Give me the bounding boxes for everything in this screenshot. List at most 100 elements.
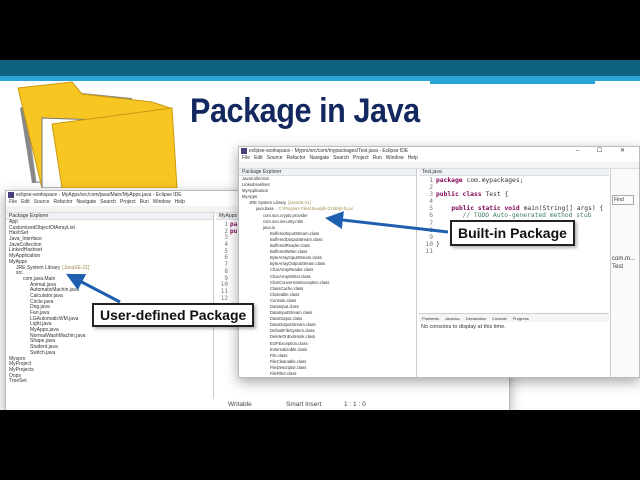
menu-item[interactable]: Run — [372, 155, 382, 161]
window-controls[interactable]: – ☐ ✕ — [575, 148, 633, 154]
tree-item[interactable]: Closeable.class — [239, 292, 299, 298]
tree-item[interactable]: TreeSet — [6, 378, 27, 385]
tree-item[interactable]: FileFilter.class — [239, 371, 297, 377]
menu-item[interactable]: Navigate — [76, 199, 97, 205]
tree-item[interactable]: Student.java — [6, 344, 58, 351]
tree-item[interactable]: Light.java — [6, 322, 51, 328]
tree-item[interactable]: com.sun.security.ntlm — [239, 219, 303, 225]
tree-item[interactable]: BufferedReader.class — [239, 243, 310, 249]
tree-item[interactable]: Switch.java — [6, 350, 55, 357]
menu-item[interactable]: Window — [152, 199, 171, 205]
menu-item[interactable]: Project — [353, 155, 369, 161]
tree-item[interactable]: DataInput.class — [239, 304, 299, 310]
tree-item[interactable]: JavaCollection — [239, 176, 269, 182]
tree-item[interactable]: ClassCache.class — [239, 286, 303, 292]
tree-item[interactable]: LinkedHashset — [239, 182, 270, 188]
tree-item[interactable]: LinkedHashset — [6, 248, 42, 254]
menu-item[interactable]: Source — [266, 155, 283, 161]
menu-item[interactable]: File — [242, 155, 251, 161]
tree-item[interactable]: DataOutput.class — [239, 316, 302, 322]
tree-item[interactable]: Console.class — [239, 298, 296, 304]
code-line: 3 — [216, 235, 230, 242]
tree-item[interactable]: AutomaticMachin.java — [6, 287, 79, 294]
tree-item[interactable]: BufferedInputStream.class — [239, 231, 319, 237]
tree-item[interactable]: FileDescriptor.class — [239, 365, 306, 371]
bottom-tab[interactable]: Console — [492, 316, 507, 321]
tree-item[interactable]: src — [6, 270, 23, 277]
tree-item[interactable]: java.io — [239, 225, 275, 231]
tree-item[interactable]: Fan.java — [6, 310, 49, 317]
tree-item[interactable]: Dog.java — [6, 304, 50, 311]
outline-item[interactable]: Test — [612, 264, 624, 270]
bottom-tab[interactable]: Javadoc — [444, 316, 460, 321]
package-explorer-tab[interactable]: Package Explorer — [239, 169, 416, 176]
tree-item[interactable]: Oops — [6, 373, 21, 380]
menu-item[interactable]: Edit — [21, 199, 30, 205]
menu-item[interactable]: Window — [385, 155, 404, 161]
menu-item[interactable]: Source — [33, 199, 50, 205]
tree-item[interactable]: MyProject — [6, 361, 31, 368]
tree-item[interactable]: DataInputStream.class — [239, 310, 312, 316]
tree-item[interactable]: CharConversionException.class — [239, 280, 329, 286]
tree-item[interactable]: Myspro — [6, 356, 25, 363]
tree-item[interactable]: File.class — [239, 353, 287, 359]
tree-item[interactable]: MyProjects — [6, 367, 34, 374]
tree-item[interactable]: BufferedWriter.class — [239, 249, 307, 255]
tree-item[interactable]: Shape.java — [6, 339, 55, 345]
tree-item[interactable]: com.sun.crypto.provider — [239, 213, 308, 219]
menu-item[interactable]: Edit — [254, 155, 263, 161]
tree-item[interactable]: DefaultFileSystem.class — [239, 328, 315, 334]
tree-item[interactable]: BufferedOutputStream.class — [239, 237, 323, 243]
menu-item[interactable]: Run — [139, 199, 149, 205]
menu-item[interactable]: File — [9, 199, 18, 205]
tree-item[interactable]: JavaCollection — [6, 242, 42, 249]
tree-item[interactable]: CharArrayReader.class — [239, 267, 313, 273]
tree-item[interactable]: CharArrayWriter.class — [239, 274, 311, 280]
bottom-tab[interactable]: Problems — [422, 316, 439, 321]
outline-item[interactable]: com.m... — [612, 256, 636, 262]
tree-item[interactable]: MyApplication — [239, 188, 268, 194]
tree-item[interactable]: App — [6, 219, 18, 226]
menu-item[interactable]: Project — [120, 199, 136, 205]
tree-item-label: BufferedWriter.class — [270, 249, 308, 255]
menu-item[interactable]: Navigate — [309, 155, 330, 161]
tree-item[interactable]: DataOutputStream.class — [239, 322, 316, 328]
package-explorer-tab[interactable]: Package Explorer — [6, 213, 213, 220]
menu-item[interactable]: Search — [333, 155, 350, 161]
find-input[interactable]: Find — [612, 195, 634, 205]
editor-tab[interactable]: MyApps — [216, 213, 246, 220]
tree-item[interactable]: MyApps — [6, 259, 27, 266]
tree-item[interactable]: DeleteOnExitHook.class — [239, 334, 315, 340]
tree-item-label: com.sun.crypto.provider — [263, 212, 308, 218]
tree-item[interactable]: EOFException.class — [239, 341, 308, 347]
menu-item[interactable]: Help — [174, 199, 185, 205]
tree-item[interactable]: Externalizable.class — [239, 347, 307, 353]
tree-item[interactable]: Calculator.java — [6, 293, 63, 300]
tree-item[interactable]: ByteArrayInputStream.class — [239, 255, 322, 261]
tree-item[interactable]: JRE System Library[JavaSE-21] — [239, 200, 311, 206]
tree-item[interactable]: com.java.Main — [6, 276, 55, 283]
menu-item[interactable]: Refactor — [286, 155, 306, 161]
bottom-tab[interactable]: Declaration — [465, 316, 487, 321]
bottom-tab[interactable]: Progress — [512, 316, 529, 321]
tree-item[interactable]: MyApps.java — [6, 327, 59, 334]
menu-item[interactable]: Refactor — [53, 199, 73, 205]
menu-item[interactable]: Help — [407, 155, 418, 161]
tree-item[interactable]: ByteArrayOutputStream.class — [239, 261, 325, 267]
tree-item[interactable]: Animal.java — [6, 282, 56, 289]
tree-item[interactable]: NormalWashMachin.java — [6, 333, 85, 340]
tree-item[interactable]: Java_Interface — [6, 236, 42, 243]
tree-item[interactable]: java.base- C:\Program Files\Java\jdk-21\… — [239, 206, 353, 212]
tree-item[interactable]: HashSet — [6, 231, 28, 237]
tree-item[interactable]: CustomizedObjectOfArrayList — [6, 225, 75, 232]
tree-item[interactable]: LGAutomaticWM.java — [6, 316, 78, 323]
tree-item[interactable]: Circle.java — [6, 299, 53, 306]
tree-item[interactable]: MyApps — [239, 194, 257, 200]
menu-item[interactable]: Search — [100, 199, 117, 205]
tree-item[interactable]: MyApplication — [6, 253, 40, 260]
editor-tab[interactable]: Test.java — [419, 169, 609, 176]
tree-item[interactable]: JRE System Library[JavaSE-21] — [6, 265, 89, 272]
tree-item[interactable]: FileCleanable.class — [239, 359, 306, 365]
